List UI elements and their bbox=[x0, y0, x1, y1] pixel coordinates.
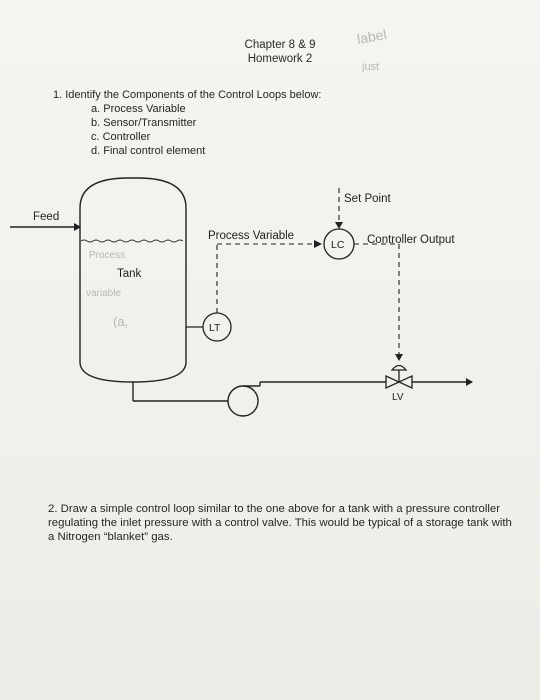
list-item: b. Sensor/Transmitter bbox=[91, 117, 197, 129]
pencil-note-a: (a, bbox=[113, 314, 128, 329]
list-item: d. Final control element bbox=[91, 145, 206, 157]
question-1-stem: 1. Identify the Components of the Contro… bbox=[53, 89, 322, 101]
set-point-arrow-icon bbox=[335, 222, 343, 229]
valve-right-icon bbox=[397, 374, 413, 390]
tank-label: Tank bbox=[117, 268, 142, 280]
tank-vessel bbox=[79, 177, 187, 383]
pv-signal-arrow-icon bbox=[314, 240, 322, 248]
pencil-note-process: Process bbox=[89, 250, 125, 261]
question-2: 2. Draw a simple control loop similar to… bbox=[48, 503, 512, 543]
controller-output-label: Controller Output bbox=[367, 234, 455, 246]
pencil-note-label: label bbox=[356, 26, 388, 47]
lv-label: LV bbox=[392, 392, 404, 403]
chapter-title: Chapter 8 & 9 bbox=[244, 39, 316, 51]
page-header: Chapter 8 & 9 Homework 2 bbox=[220, 38, 340, 66]
pencil-note-variable: variable bbox=[86, 288, 121, 299]
list-item: a. Process Variable bbox=[91, 103, 186, 115]
feed-label: Feed bbox=[33, 211, 59, 223]
pump-icon bbox=[227, 385, 259, 417]
lt-label: LT bbox=[209, 322, 221, 334]
homework-title: Homework 2 bbox=[247, 53, 313, 65]
valve-actuator-icon bbox=[390, 364, 408, 371]
lc-label: LC bbox=[331, 239, 345, 251]
question-1-list: a. Process Variable b. Sensor/Transmitte… bbox=[53, 102, 321, 158]
set-point-label: Set Point bbox=[344, 193, 391, 205]
valve-left-icon bbox=[385, 374, 401, 390]
liquid-level bbox=[80, 239, 184, 243]
question-1: 1. Identify the Components of the Contro… bbox=[53, 88, 321, 158]
list-item: c. Controller bbox=[91, 131, 151, 143]
process-variable-label: Process Variable bbox=[208, 230, 294, 242]
pencil-note-just: just bbox=[361, 61, 379, 73]
co-signal-arrow-icon bbox=[395, 354, 403, 361]
